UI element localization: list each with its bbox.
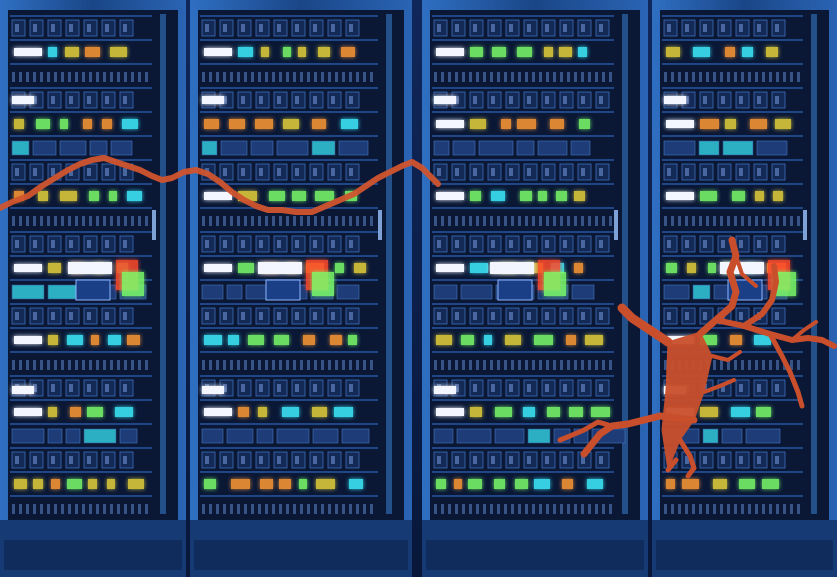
status-light	[258, 262, 302, 274]
rack-handle	[152, 210, 156, 240]
rack-base-plate	[656, 540, 833, 570]
rack-handle	[614, 210, 618, 240]
rack-door-edge	[160, 14, 166, 514]
display-panel	[75, 279, 111, 301]
rack-door-edge	[386, 14, 392, 514]
rack-base-plate	[426, 540, 644, 570]
display-panel	[265, 279, 301, 301]
status-light	[774, 272, 796, 296]
rack-door-edge	[811, 14, 817, 514]
status-light	[12, 96, 34, 104]
status-light	[490, 262, 534, 274]
server-rack	[190, 0, 412, 577]
status-light	[434, 386, 456, 394]
rack-handle	[378, 210, 382, 240]
display-panel	[497, 279, 533, 301]
crack-overlay	[557, 236, 837, 479]
status-light	[312, 272, 334, 296]
rack-handle	[803, 210, 807, 240]
rack-door-edge	[622, 14, 628, 514]
status-light	[12, 386, 34, 394]
status-light	[68, 262, 112, 274]
status-light	[544, 272, 566, 296]
server-rack	[652, 0, 837, 577]
rack-base-plate	[4, 540, 182, 570]
status-light	[664, 96, 686, 104]
wavy-line-overlay	[0, 155, 441, 215]
status-light	[122, 272, 144, 296]
server-rack	[422, 0, 648, 577]
server-rack	[0, 0, 186, 577]
status-light	[202, 386, 224, 394]
status-light	[202, 96, 224, 104]
status-light	[434, 96, 456, 104]
rack-base-plate	[194, 540, 408, 570]
